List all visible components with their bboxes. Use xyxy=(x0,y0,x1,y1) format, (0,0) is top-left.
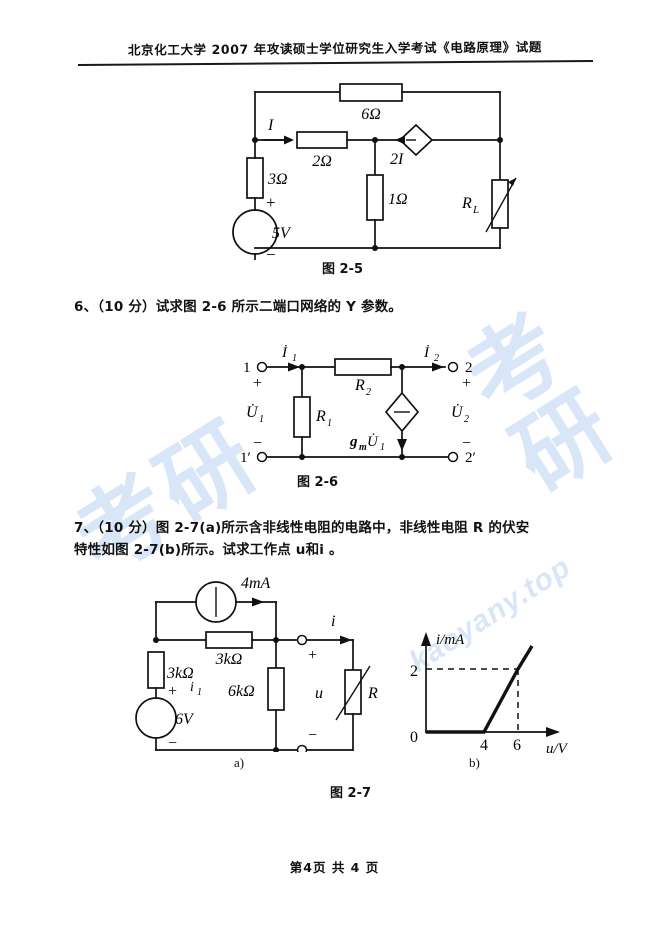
figure-2-7b-label: b) xyxy=(469,755,480,770)
label-2ohm: 2Ω xyxy=(312,153,332,170)
label-gm-sub: m xyxy=(359,442,367,453)
question-6-text: 6、（10 分）试求图 2-6 所示二端口网络的 Y 参数。 xyxy=(74,299,403,315)
figure-2-7a-label: a) xyxy=(234,755,245,770)
chart-xlabel: u/V xyxy=(546,741,569,755)
label-U2-sub: 2 xyxy=(464,414,469,425)
figure-2-5-circuit: 6Ω 2Ω 3Ω 1Ω 5V + − I 2I R L xyxy=(232,83,517,260)
chart-data-curve xyxy=(426,645,534,734)
label-port1-plus: + xyxy=(253,375,262,392)
label-i1: i xyxy=(190,680,194,695)
label-6ohm: 6Ω xyxy=(361,106,381,123)
label-RL-sub: L xyxy=(472,204,479,216)
label-6k: 6kΩ xyxy=(228,683,255,700)
label-u: u xyxy=(315,685,323,702)
label-U1: U̇ xyxy=(246,404,259,421)
label-nonlinear-R: R xyxy=(367,685,378,702)
label-6v-minus: − xyxy=(168,735,177,752)
label-R2: R xyxy=(354,377,365,394)
label-5v: 5V xyxy=(272,225,292,242)
chart-origin-label: 0 xyxy=(410,729,418,746)
label-dependent-2I: 2I xyxy=(390,151,404,168)
label-I1-sub: 1 xyxy=(292,353,297,364)
label-port2-plus: + xyxy=(462,375,471,392)
label-R1-sub: 1 xyxy=(327,418,332,429)
figure-2-5-caption: 图 2-5 xyxy=(322,262,364,277)
label-I2-sub: 2 xyxy=(434,353,439,364)
label-3ohm: 3Ω xyxy=(267,171,288,188)
label-R2-sub: 2 xyxy=(366,387,371,398)
label-1ohm: 1Ω xyxy=(388,191,408,208)
label-port-2p: 2′ xyxy=(465,450,476,466)
page-header: 北京化工大学 2007 年攻读硕士学位研究生入学考试《电路原理》试题 xyxy=(0,38,669,58)
label-current-I: I xyxy=(267,117,274,134)
label-port-1: 1 xyxy=(243,360,251,376)
label-6v-plus: + xyxy=(168,683,177,700)
label-port-1p: 1′ xyxy=(240,450,251,466)
label-6v: 6V xyxy=(175,711,195,728)
chart-xtick-6: 6 xyxy=(513,737,521,754)
label-4mA: 4mA xyxy=(241,575,271,592)
page-title: 北京化工大学 2007 年攻读硕士学位研究生入学考试《电路原理》试题 xyxy=(127,39,542,58)
label-source-minus: − xyxy=(266,245,276,260)
label-u-plus: + xyxy=(308,647,317,664)
header-rule xyxy=(78,59,593,66)
label-3k-series: 3kΩ xyxy=(215,651,243,668)
label-I2: İ xyxy=(423,345,430,361)
page-footer: 第4页 共 4 页 xyxy=(289,860,380,875)
label-i-out: i xyxy=(331,613,335,630)
figure-2-6-circuit: 1 1′ 2 2′ İ 1 İ 2 + − + − U̇ 1 U̇ 2 R 1 … xyxy=(240,345,476,466)
label-gm-U1-sub: 1 xyxy=(380,442,385,453)
label-I1: İ xyxy=(281,345,288,361)
chart-ylabel: i/mA xyxy=(436,632,465,648)
label-i1-sub: 1 xyxy=(197,687,202,698)
figure-2-7b-chart: 0 2 4 6 i/mA u/V xyxy=(410,632,569,755)
figure-2-7-caption: 图 2-7 xyxy=(330,786,372,801)
label-3k-left: 3kΩ xyxy=(166,665,194,682)
label-gm-U1: U̇ xyxy=(367,434,379,450)
label-port-2: 2 xyxy=(465,360,473,376)
question-7-line-1: 7、（10 分）图 2-7(a)所示含非线性电阻的电路中，非线性电阻 R 的伏安 xyxy=(74,520,530,536)
label-u-minus: − xyxy=(308,727,317,744)
figure-2-6-caption: 图 2-6 xyxy=(297,475,339,490)
chart-xtick-4: 4 xyxy=(480,737,488,754)
label-port2-minus: − xyxy=(462,435,471,452)
label-U2: U̇ xyxy=(451,404,464,421)
chart-ytick-2: 2 xyxy=(410,663,418,680)
label-RL: R xyxy=(461,195,472,212)
label-R1: R xyxy=(315,408,326,425)
question-7-line-2: 特性如图 2-7(b)所示。试求工作点 u和i 。 xyxy=(74,542,343,558)
label-port1-minus: − xyxy=(253,435,262,452)
label-source-plus: + xyxy=(266,193,276,212)
figure-2-7a-circuit: 4mA 3kΩ 3kΩ 6kΩ 6V + − i 1 i + − u R xyxy=(135,575,378,752)
label-U1-sub: 1 xyxy=(259,414,264,425)
label-gm: g xyxy=(349,434,358,450)
